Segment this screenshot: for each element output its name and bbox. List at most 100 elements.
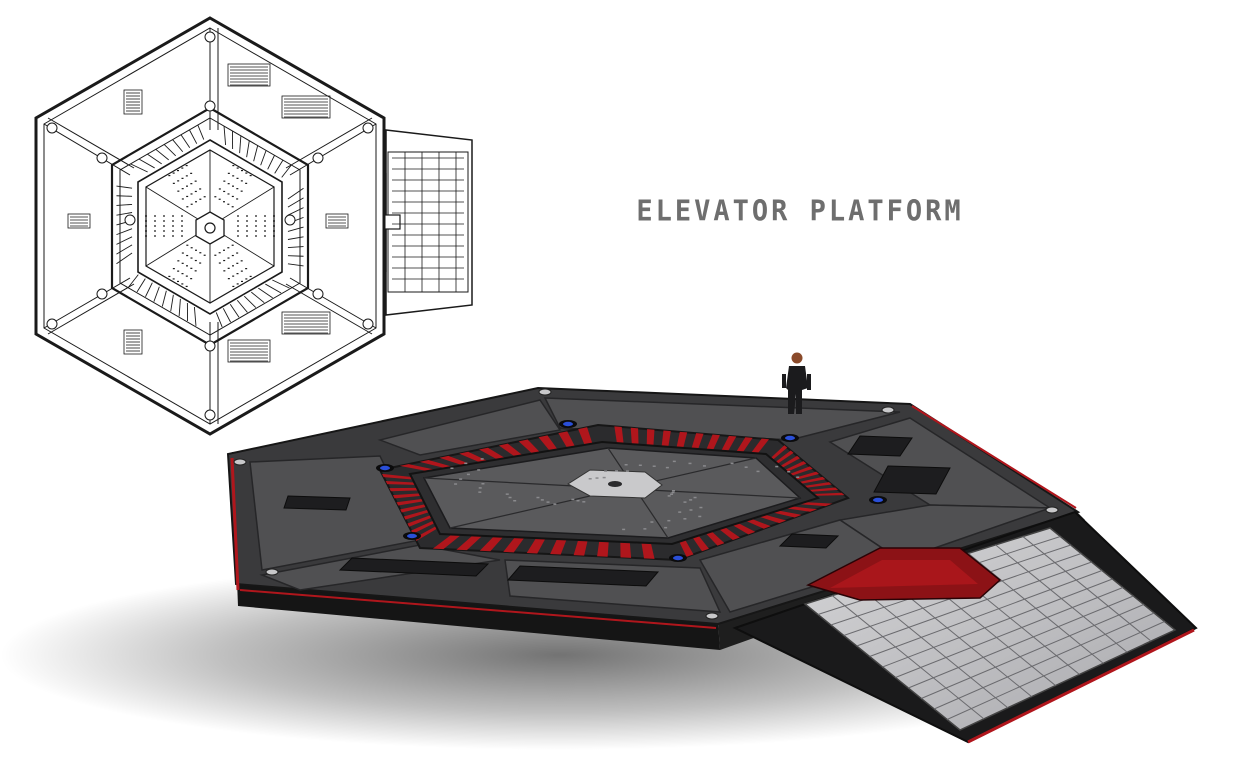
- blueprint-vent-dot: [237, 225, 239, 227]
- red-slat: [400, 504, 427, 513]
- vent-dot: [505, 493, 509, 495]
- blueprint-vent-dot: [199, 252, 202, 254]
- red-slat: [641, 542, 655, 559]
- vent-dot: [672, 490, 675, 492]
- blueprint-bolt: [46, 318, 58, 330]
- blueprint-ring-slat: [287, 226, 304, 232]
- red-slat: [705, 531, 725, 546]
- blueprint-vent-dot: [181, 198, 184, 200]
- blueprint-ring-slat: [116, 236, 133, 245]
- blueprint-vent-dot: [249, 275, 252, 278]
- blueprint-ring-slat: [116, 244, 133, 255]
- blueprint-vent-dot: [172, 278, 175, 280]
- blueprint-vent-dot: [232, 265, 234, 267]
- blueprint-ring-slat: [172, 139, 184, 153]
- red-slat: [798, 502, 833, 507]
- blueprint-vent-dot: [181, 220, 183, 222]
- red-slat: [751, 438, 769, 454]
- blueprint-vent-dot: [145, 215, 147, 217]
- blueprint-vent-dot: [223, 201, 225, 203]
- platform-bolt: [265, 568, 279, 576]
- vent-dot: [477, 469, 481, 471]
- blueprint-vent-dot: [195, 201, 197, 203]
- blueprint-ring-slat: [116, 185, 133, 189]
- blueprint-vent-dot: [236, 198, 239, 200]
- blueprint-vent-dot: [245, 172, 248, 174]
- blueprint-vent-dot: [181, 235, 183, 237]
- red-slat: [407, 515, 432, 527]
- red-slat: [676, 431, 688, 448]
- blueprint-ring-slat: [267, 155, 275, 170]
- blueprint-vent-dot: [154, 235, 156, 237]
- blueprint-bolt: [204, 409, 216, 421]
- blueprint-vent-dot: [241, 280, 243, 283]
- vent-dot: [698, 515, 702, 518]
- blueprint-vent-dot: [231, 254, 234, 257]
- vent-dot: [678, 511, 682, 513]
- platform-grilles: [283, 435, 951, 587]
- blueprint-ring-slat: [287, 197, 304, 208]
- blueprint-vent-dot: [264, 225, 266, 227]
- blueprint-vent-dot: [163, 230, 165, 232]
- blueprint-ring-slat: [116, 195, 133, 197]
- blueprint-vent-dot: [185, 275, 188, 277]
- vent-dot: [466, 473, 470, 476]
- blueprint-vent-dot: [172, 182, 175, 184]
- blueprint-vent-dot: [241, 169, 243, 172]
- red-slat: [799, 476, 826, 484]
- red-slat: [597, 540, 609, 557]
- blueprint-vent-dot: [181, 283, 184, 285]
- ramp-slat: [908, 595, 1134, 689]
- blueprint-ring-slat: [239, 135, 242, 154]
- red-slat: [721, 435, 737, 452]
- blueprint-vent-dot: [218, 252, 221, 254]
- blueprint-vent-dot: [194, 259, 197, 262]
- blueprint-vent-dot: [195, 249, 197, 251]
- red-slat: [498, 443, 523, 457]
- blueprint-grille: [227, 63, 271, 87]
- blueprint-vent-dot: [172, 215, 174, 217]
- blueprint-vent-dot: [227, 278, 230, 280]
- blueprint-vent-dot: [232, 275, 235, 277]
- blueprint-vent-dot: [186, 206, 189, 208]
- blueprint-vent-dot: [264, 230, 266, 232]
- vent-dot: [478, 491, 482, 493]
- vent-dot: [588, 478, 592, 480]
- vent-dot: [689, 509, 693, 511]
- blueprint-ring-slat: [153, 286, 160, 302]
- blueprint-bolt: [204, 340, 216, 352]
- vent-dot: [652, 465, 656, 467]
- blueprint-vent-dot: [194, 190, 197, 193]
- blueprint-vent-dot: [240, 260, 243, 262]
- blueprint-ring-slat: [193, 306, 197, 326]
- blueprint-vent-dot: [181, 188, 184, 190]
- blueprint-ring-slat: [251, 291, 265, 304]
- red-slat: [758, 514, 787, 524]
- blueprint-vent-dot: [181, 167, 184, 169]
- blueprint-ring-slat: [222, 308, 231, 323]
- blueprint-ring-slat: [258, 287, 273, 299]
- blueprint-vent-dot: [181, 273, 184, 275]
- blueprint-bolt: [96, 152, 108, 164]
- blueprint-vent-dot: [236, 188, 239, 190]
- blueprint-vent-dot: [245, 268, 248, 270]
- red-slat: [775, 450, 794, 464]
- vent-dot: [604, 470, 608, 472]
- red-slat: [808, 487, 839, 492]
- blueprint-bolt: [46, 122, 58, 134]
- red-slat: [550, 539, 567, 555]
- blueprint-bolt: [124, 214, 136, 226]
- blueprint-ring-slat: [287, 246, 304, 249]
- blueprint-vent-dot: [199, 198, 202, 200]
- blueprint-ring-slat: [189, 129, 198, 144]
- blueprint-vent-dot: [273, 220, 275, 222]
- blueprint-ring-slat: [215, 312, 223, 328]
- blueprint-vent-dot: [190, 247, 193, 249]
- blueprint-ring-slat: [236, 299, 248, 313]
- vent-dot: [702, 465, 706, 467]
- blueprint-vent-dot: [245, 182, 248, 184]
- ramp-slat: [856, 561, 1092, 647]
- blueprint-vent-dot: [223, 180, 226, 182]
- vent-dot: [571, 498, 575, 501]
